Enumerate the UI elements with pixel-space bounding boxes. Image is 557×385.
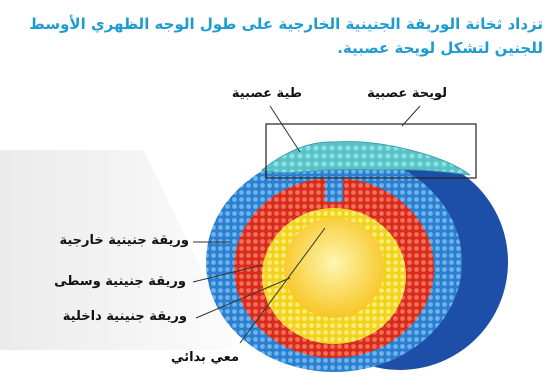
label-neural-plate: لويحة عصبية xyxy=(367,86,447,101)
label-mesoderm: وريقة جنينية وسطى xyxy=(54,274,186,289)
label-archenteron: معي بدائي xyxy=(171,350,239,365)
leader-neural-plate xyxy=(402,106,420,126)
label-endoderm: وريقة جنينية داخلية xyxy=(63,309,187,324)
mesoderm-notch xyxy=(325,176,343,202)
leader-neural-fold xyxy=(270,106,300,152)
archenteron-cavity xyxy=(284,218,384,318)
label-neural-fold: طية عصبية xyxy=(232,86,302,101)
label-ectoderm: وريقة جنينية خارجية xyxy=(59,233,189,248)
